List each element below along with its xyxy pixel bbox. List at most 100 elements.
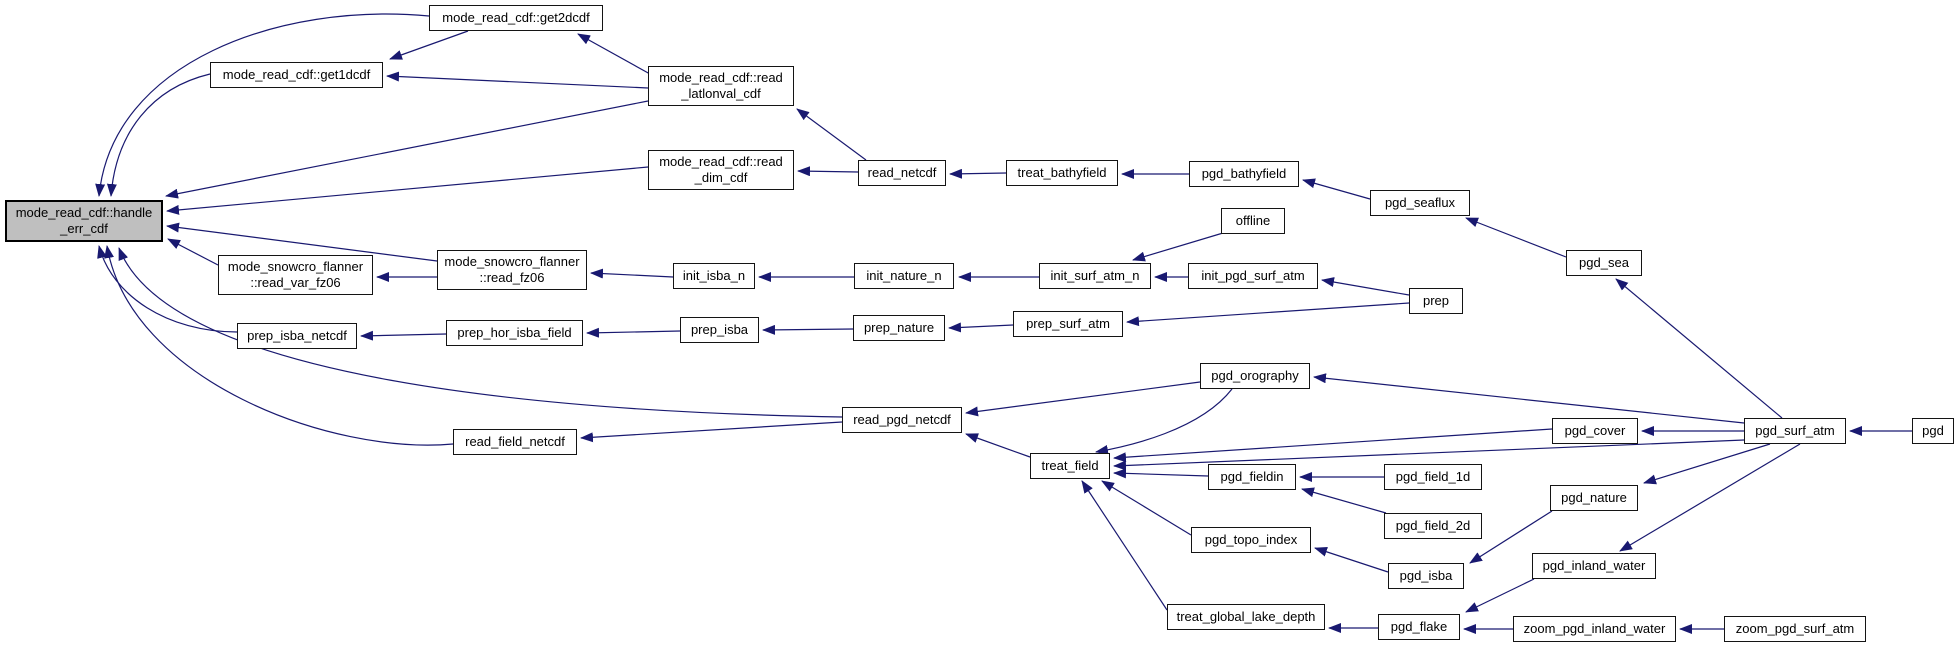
node-prep_nature[interactable]: prep_nature <box>853 315 945 341</box>
node-pgd_isba[interactable]: pgd_isba <box>1388 563 1464 589</box>
edge-prep_nature-to-prep_isba <box>762 324 854 335</box>
node-prep_hor_isba_field[interactable]: prep_hor_isba_field <box>446 320 583 346</box>
node-pgd_field_2d[interactable]: pgd_field_2d <box>1384 513 1482 539</box>
node-label-line: pgd_isba <box>1399 567 1453 583</box>
node-prep_surf_atm[interactable]: prep_surf_atm <box>1013 311 1123 337</box>
node-label-line: mode_read_cdf::read <box>659 69 783 85</box>
edge-read_fz06-to-handle_err_cdf <box>166 222 438 262</box>
node-pgd_sea[interactable]: pgd_sea <box>1566 250 1642 276</box>
edge-prep-to-prep_surf_atm <box>1126 302 1410 327</box>
edge-prep_surf_atm-to-prep_nature <box>948 322 1014 333</box>
node-label-line: pgd_seaflux <box>1384 194 1456 210</box>
node-label-line: treat_global_lake_depth <box>1176 608 1316 624</box>
edge-pgd_surf_atm-to-treat_field <box>1113 439 1745 471</box>
node-init_pgd_surf_atm[interactable]: init_pgd_surf_atm <box>1188 263 1318 289</box>
edge-pgd_surf_atm-to-pgd_nature <box>1643 443 1771 485</box>
edge-pgd_orography-to-read_pgd_netcdf <box>965 381 1201 417</box>
edge-treat_global_lake_depth-to-treat_field <box>1081 480 1168 611</box>
node-pgd_seaflux[interactable]: pgd_seaflux <box>1370 190 1470 216</box>
edge-pgd_surf_atm-to-pgd_inland_water <box>1619 443 1801 552</box>
node-label-line: offline <box>1235 212 1271 228</box>
node-label-line: zoom_pgd_inland_water <box>1523 620 1666 636</box>
node-label-line: _err_cdf <box>60 221 108 236</box>
node-label-line: read_pgd_netcdf <box>853 411 951 427</box>
node-prep[interactable]: prep <box>1409 288 1463 314</box>
node-read_latlonval_cdf[interactable]: mode_read_cdf::read_latlonval_cdf <box>648 66 794 106</box>
node-label-line: pgd_orography <box>1211 367 1299 383</box>
node-label-line: pgd_field_2d <box>1395 517 1471 533</box>
node-pgd_field_1d[interactable]: pgd_field_1d <box>1384 464 1482 490</box>
edge-read_netcdf-to-read_latlonval_cdf <box>796 108 867 161</box>
node-prep_isba_netcdf[interactable]: prep_isba_netcdf <box>237 323 357 349</box>
node-label-line: pgd_sea <box>1579 254 1629 270</box>
node-read_dim_cdf[interactable]: mode_read_cdf::read_dim_cdf <box>648 150 794 190</box>
node-label-line: _dim_cdf <box>694 170 748 185</box>
edge-prep_isba_netcdf-to-handle_err_cdf <box>97 245 238 333</box>
node-init_isba_n[interactable]: init_isba_n <box>673 263 755 289</box>
node-get2dcdf[interactable]: mode_read_cdf::get2dcdf <box>429 5 603 31</box>
node-treat_bathyfield[interactable]: treat_bathyfield <box>1006 160 1118 186</box>
edge-get2dcdf-to-handle_err_cdf <box>95 13 430 197</box>
node-label-line: pgd_cover <box>1564 422 1626 438</box>
edge-pgd_isba-to-pgd_topo_index <box>1314 546 1389 573</box>
edge-read_pgd_netcdf-to-handle_err_cdf <box>118 247 843 418</box>
edge-pgd_fieldin-to-treat_field <box>1113 468 1209 479</box>
node-zoom_pgd_inland_water[interactable]: zoom_pgd_inland_water <box>1513 616 1676 642</box>
edge-read_latlonval_cdf-to-handle_err_cdf <box>165 100 649 199</box>
edge-init_isba_n-to-read_fz06 <box>590 268 674 279</box>
edge-pgd_surf_atm-to-pgd_orography <box>1313 373 1745 424</box>
node-pgd_nature[interactable]: pgd_nature <box>1550 485 1638 511</box>
node-label-line: mode_snowcro_flanner <box>227 258 364 274</box>
node-pgd[interactable]: pgd <box>1912 418 1954 444</box>
node-label-line: mode_read_cdf::handle <box>15 204 153 220</box>
node-offline[interactable]: offline <box>1221 208 1285 234</box>
node-pgd_surf_atm[interactable]: pgd_surf_atm <box>1744 418 1846 444</box>
edge-read_dim_cdf-to-handle_err_cdf <box>166 166 649 215</box>
node-label-line: treat_bathyfield <box>1017 164 1107 180</box>
edge-read_pgd_netcdf-to-read_field_netcdf <box>580 421 843 443</box>
node-label-line: init_surf_atm_n <box>1050 267 1140 283</box>
edge-treat_bathyfield-to-read_netcdf <box>949 168 1007 179</box>
node-read_fz06[interactable]: mode_snowcro_flanner::read_fz06 <box>437 250 587 290</box>
edge-read_latlonval_cdf-to-get2dcdf <box>577 33 651 75</box>
edge-pgd_field_2d-to-pgd_fieldin <box>1301 487 1387 514</box>
edge-get2dcdf-to-get1dcdf <box>389 30 469 60</box>
node-label-line: init_nature_n <box>866 267 942 283</box>
node-pgd_bathyfield[interactable]: pgd_bathyfield <box>1189 161 1299 187</box>
edge-read_latlonval_cdf-to-get1dcdf <box>386 71 649 89</box>
edge-pgd_surf_atm-to-pgd_sea <box>1615 278 1783 419</box>
edge-pgd_orography-to-treat_field <box>1095 388 1233 455</box>
node-label-line: mode_read_cdf::read <box>659 153 783 169</box>
node-get1dcdf[interactable]: mode_read_cdf::get1dcdf <box>210 62 383 88</box>
edge-get1dcdf-to-handle_err_cdf <box>106 73 211 197</box>
node-zoom_pgd_surf_atm[interactable]: zoom_pgd_surf_atm <box>1724 616 1866 642</box>
edge-prep-to-init_pgd_surf_atm <box>1321 277 1410 296</box>
edge-pgd_seaflux-to-pgd_bathyfield <box>1302 178 1371 200</box>
node-label-line: prep_nature <box>863 319 935 335</box>
node-label-line: pgd_surf_atm <box>1755 422 1835 438</box>
node-read_netcdf[interactable]: read_netcdf <box>858 160 946 186</box>
node-pgd_fieldin[interactable]: pgd_fieldin <box>1208 464 1296 490</box>
node-label-line: mode_read_cdf::get2dcdf <box>442 9 590 25</box>
node-prep_isba[interactable]: prep_isba <box>680 317 759 343</box>
edge-offline-to-init_surf_atm_n <box>1132 232 1224 262</box>
node-label-line: ::read_fz06 <box>479 270 545 285</box>
node-init_nature_n[interactable]: init_nature_n <box>854 263 954 289</box>
node-read_field_netcdf[interactable]: read_field_netcdf <box>453 429 577 455</box>
node-label-line: prep_isba_netcdf <box>247 327 347 343</box>
node-pgd_orography[interactable]: pgd_orography <box>1200 363 1310 389</box>
node-pgd_cover[interactable]: pgd_cover <box>1552 418 1638 444</box>
node-handle_err_cdf: mode_read_cdf::handle_err_cdf <box>5 200 163 242</box>
edge-pgd_nature-to-pgd_isba <box>1469 510 1553 564</box>
node-label-line: prep_hor_isba_field <box>457 324 572 340</box>
node-read_var_fz06[interactable]: mode_snowcro_flanner::read_var_fz06 <box>218 255 373 295</box>
node-treat_global_lake_depth[interactable]: treat_global_lake_depth <box>1167 604 1325 630</box>
node-pgd_topo_index[interactable]: pgd_topo_index <box>1191 527 1311 553</box>
node-pgd_flake[interactable]: pgd_flake <box>1378 614 1460 640</box>
node-label-line: zoom_pgd_surf_atm <box>1735 620 1855 636</box>
node-init_surf_atm_n[interactable]: init_surf_atm_n <box>1039 263 1151 289</box>
node-treat_field[interactable]: treat_field <box>1030 453 1110 479</box>
node-label-line: pgd_flake <box>1390 618 1448 634</box>
node-pgd_inland_water[interactable]: pgd_inland_water <box>1532 553 1656 579</box>
node-read_pgd_netcdf[interactable]: read_pgd_netcdf <box>842 407 962 433</box>
